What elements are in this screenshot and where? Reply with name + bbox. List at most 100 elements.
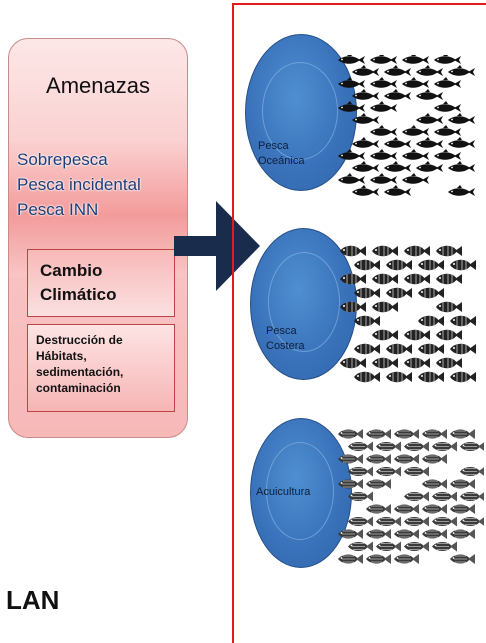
arrow-right-icon bbox=[174, 201, 260, 291]
fish-icon bbox=[340, 357, 366, 369]
fish-icon bbox=[450, 259, 476, 271]
fish-icon bbox=[384, 89, 411, 100]
fish-icon bbox=[394, 454, 419, 464]
fish-icon bbox=[352, 65, 379, 76]
fish-icon bbox=[436, 273, 462, 285]
fish-icon bbox=[418, 371, 444, 383]
fish-icon bbox=[352, 113, 379, 124]
fish-icon bbox=[352, 185, 379, 196]
fish-icon bbox=[450, 343, 476, 355]
fish-icon bbox=[384, 137, 411, 148]
fish-icon bbox=[372, 273, 398, 285]
fish-icon bbox=[436, 329, 462, 341]
fish-icon bbox=[416, 65, 443, 76]
fish-icon bbox=[436, 301, 462, 313]
fish-icon bbox=[404, 466, 429, 477]
fish-icon bbox=[448, 137, 475, 148]
fish-icon bbox=[422, 479, 447, 489]
threats-title: Amenazas bbox=[46, 73, 150, 98]
fish-icon bbox=[450, 554, 475, 564]
fish-icon bbox=[436, 245, 462, 257]
fish-icon bbox=[404, 329, 430, 341]
fish-icon bbox=[354, 259, 380, 271]
fish-icon bbox=[404, 516, 429, 527]
fish-icon bbox=[434, 55, 461, 64]
fish-icon bbox=[394, 529, 419, 539]
fish-icon bbox=[402, 149, 429, 160]
fish-icon bbox=[372, 245, 398, 257]
fish-icon bbox=[436, 357, 462, 369]
fish-icon bbox=[338, 554, 363, 564]
fish-icon bbox=[376, 541, 401, 552]
fish-icon bbox=[402, 55, 429, 64]
sectors-panel bbox=[232, 3, 486, 643]
fish-icon bbox=[370, 55, 397, 64]
fish-icon bbox=[422, 454, 447, 464]
fish-icon bbox=[402, 125, 429, 136]
fish-icon bbox=[460, 492, 484, 501]
climate-change-box: Cambio Climático bbox=[27, 249, 175, 317]
fish-icon bbox=[338, 173, 365, 184]
fish-icon bbox=[418, 343, 444, 355]
fish-icon bbox=[450, 479, 475, 489]
sector-coastal-label: Pesca Costera bbox=[266, 325, 305, 352]
reef-fish-school bbox=[340, 245, 476, 383]
fish-icon bbox=[422, 504, 447, 514]
fish-icon bbox=[432, 491, 457, 502]
fish-icon bbox=[460, 467, 484, 476]
threats-box: Amenazas Sobrepesca Pesca incidental Pes… bbox=[8, 38, 188, 438]
fish-icon bbox=[340, 301, 366, 313]
sector-oceanic-label: Pesca Oceánica bbox=[258, 140, 305, 167]
fish-icon bbox=[404, 441, 429, 452]
fish-icon bbox=[338, 77, 365, 88]
sector-aquaculture-inner-ring bbox=[266, 442, 334, 540]
fish-icon bbox=[376, 441, 401, 452]
fish-icon bbox=[348, 491, 373, 502]
sector-oceanic-inner-ring bbox=[262, 62, 338, 160]
fish-icon bbox=[370, 77, 397, 88]
fish-icon bbox=[422, 529, 447, 539]
fish-icon bbox=[338, 149, 365, 160]
fish-icon bbox=[394, 554, 419, 564]
fish-icon bbox=[450, 504, 475, 514]
fish-icon bbox=[386, 371, 412, 383]
fish-icon bbox=[404, 245, 430, 257]
fish-icon bbox=[352, 161, 379, 172]
fish-icon bbox=[372, 329, 398, 341]
fish-icon bbox=[434, 125, 461, 136]
fish-icon bbox=[402, 77, 429, 88]
fish-icon bbox=[366, 529, 391, 539]
fish-icon bbox=[394, 429, 419, 439]
fish-icon bbox=[418, 287, 444, 299]
fish-icon bbox=[376, 466, 401, 477]
fish-icon bbox=[434, 149, 461, 160]
sector-coastal-inner-ring bbox=[268, 252, 340, 352]
fish-icon bbox=[348, 516, 373, 527]
fish-icon bbox=[386, 259, 412, 271]
fish-icon bbox=[348, 541, 373, 552]
fish-icon bbox=[418, 259, 444, 271]
fish-icon bbox=[372, 357, 398, 369]
fish-icon bbox=[354, 343, 380, 355]
fish-icon bbox=[338, 479, 363, 489]
fish-icon bbox=[348, 441, 373, 452]
fish-icon bbox=[460, 517, 484, 526]
fish-icon bbox=[386, 287, 412, 299]
fish-icon bbox=[394, 504, 419, 514]
fish-icon bbox=[404, 357, 430, 369]
fish-icon bbox=[432, 441, 457, 452]
sector-aquaculture-label: Acuicultura bbox=[256, 486, 311, 498]
fish-icon bbox=[338, 101, 365, 112]
fish-icon bbox=[340, 273, 366, 285]
fish-icon bbox=[448, 185, 475, 196]
fish-icon bbox=[460, 442, 484, 451]
fish-icon bbox=[338, 429, 363, 439]
fish-icon bbox=[348, 466, 373, 477]
fish-icon bbox=[416, 89, 443, 100]
fish-icon bbox=[370, 149, 397, 160]
fish-icon bbox=[370, 173, 397, 184]
fish-icon bbox=[338, 529, 363, 539]
fish-icon bbox=[418, 315, 444, 327]
fish-icon bbox=[354, 371, 380, 383]
fish-icon bbox=[372, 301, 398, 313]
